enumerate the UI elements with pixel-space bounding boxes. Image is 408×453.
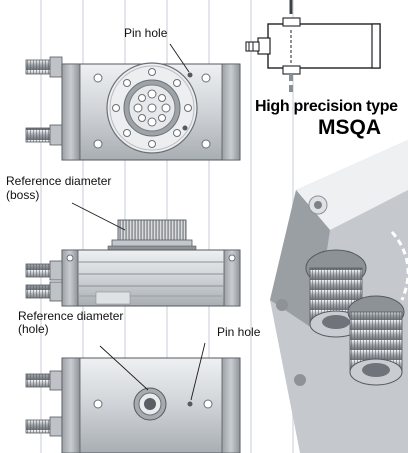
bottom-view-drawing <box>25 342 241 453</box>
reference-diameter-boss-label: Reference diameter <box>6 174 112 188</box>
reference-diameter-hole-sub-label: (hole) <box>18 322 49 336</box>
background-grid-line <box>250 0 252 453</box>
background-grid-line <box>208 0 210 453</box>
pin-hole-label-top: Pin hole <box>124 26 168 40</box>
schematic-side-view <box>245 0 381 96</box>
product-type-label: High precision type <box>255 98 398 115</box>
side-view-drawing <box>25 202 241 307</box>
top-view-drawing <box>25 43 241 161</box>
pin-hole-label-bottom: Pin hole <box>217 325 261 339</box>
reference-diameter-boss-sub-label: (boss) <box>6 188 40 202</box>
product-model-label: MSQA <box>318 116 381 139</box>
background-grid-line <box>40 0 42 453</box>
product-photo <box>270 140 408 453</box>
background-grid-line <box>82 0 84 453</box>
reference-diameter-hole-label: Reference diameter <box>18 309 124 323</box>
